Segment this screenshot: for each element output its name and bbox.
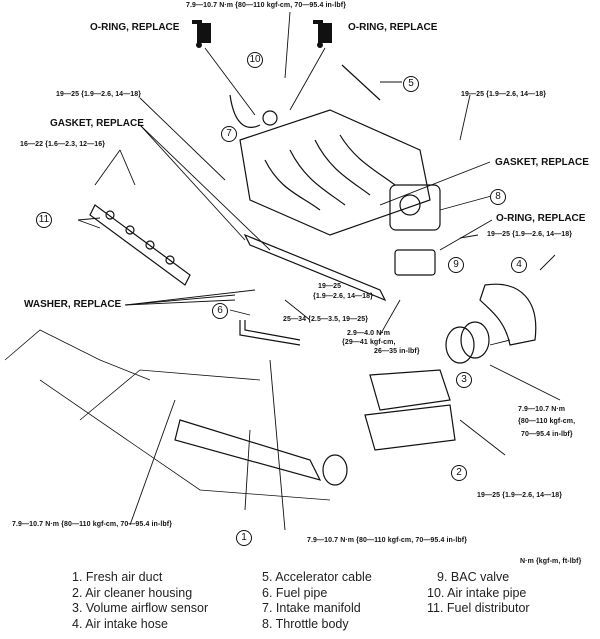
callout-10: 10 bbox=[247, 52, 263, 68]
grease-icon-left bbox=[192, 20, 211, 48]
legend-item: 5. Accelerator cable bbox=[262, 570, 372, 584]
throttle-body-shape bbox=[389, 184, 441, 231]
air-intake-hose-shape bbox=[479, 283, 537, 346]
torque-right-mid: 19—25 {1.9—2.6, 14—18} bbox=[487, 231, 573, 238]
legend-item: 2. Air cleaner housing bbox=[72, 585, 193, 600]
legend-column-1: 1. Fresh air duct 2. Air cleaner housing… bbox=[72, 570, 208, 632]
callout-11: 11 bbox=[36, 212, 52, 228]
note-oring-left: O-RING, REPLACE bbox=[90, 22, 180, 33]
torque-upper-right: 19—25 {1.9—2.6, 14—18} bbox=[461, 91, 547, 98]
torque-center-a-2: {1.9—2.6, 14—18} bbox=[313, 293, 373, 300]
legend-column-2: 5. Accelerator cable 6. Fuel pipe 7. Int… bbox=[262, 570, 372, 632]
torque-right-bottom: 19—25 {1.9—2.6, 14—18} bbox=[477, 492, 563, 499]
legend-item: 11. Fuel distributor bbox=[427, 601, 530, 615]
fresh-air-duct-shape bbox=[174, 419, 348, 486]
legend-item: 4. Air intake hose bbox=[72, 616, 168, 631]
bac-valve-shape bbox=[394, 249, 436, 276]
torque-center-a-1: 19—25 bbox=[318, 283, 342, 290]
gasket-shape bbox=[243, 233, 387, 302]
torque-center-b: 25—34 {2.5—3.5, 19—25} bbox=[283, 316, 369, 323]
callout-7: 7 bbox=[221, 126, 237, 142]
torque-top: 7.9—10.7 N·m {80—110 kgf-cm, 70—95.4 in-… bbox=[186, 2, 347, 9]
torque-left-bolts: 16—22 {1.6—2.3, 12—16} bbox=[20, 141, 106, 148]
fuel-distributor-shape bbox=[89, 204, 191, 286]
callout-9: 9 bbox=[448, 257, 464, 273]
legend-column-3: 9. BAC valve 10. Air intake pipe 11. Fue… bbox=[427, 570, 530, 617]
callout-4: 4 bbox=[511, 257, 527, 273]
note-oring-throttle: O-RING, REPLACE bbox=[496, 213, 586, 224]
note-gasket-left: GASKET, REPLACE bbox=[50, 118, 144, 129]
legend-item: 9. BAC valve bbox=[437, 570, 510, 584]
legend-item: 10. Air intake pipe bbox=[427, 585, 527, 600]
legend-item: 1. Fresh air duct bbox=[72, 570, 163, 584]
legend-item: 8. Throttle body bbox=[262, 616, 349, 631]
torque-center-c-1: 2.9—4.0 N·m bbox=[347, 330, 391, 337]
fuel-pipe-shape bbox=[239, 320, 301, 346]
callout-5: 5 bbox=[403, 76, 419, 92]
air-cleaner-housing-shape bbox=[364, 369, 456, 451]
callout-8: 8 bbox=[490, 189, 506, 205]
torque-right-low-2: {80—110 kgf-cm, bbox=[518, 418, 576, 425]
note-oring-right: O-RING, REPLACE bbox=[348, 22, 438, 33]
torque-bottom-left: 7.9—10.7 N·m {80—110 kgf-cm, 70—95.4 in-… bbox=[12, 521, 173, 528]
legend-item: 3. Volume airflow sensor bbox=[72, 601, 209, 615]
accelerator-cable-shape bbox=[341, 64, 402, 101]
torque-upper-left: 19—25 {1.9—2.6, 14—18} bbox=[56, 91, 142, 98]
callout-1: 1 bbox=[236, 530, 252, 546]
callout-2: 2 bbox=[451, 465, 467, 481]
note-gasket-right: GASKET, REPLACE bbox=[495, 157, 589, 168]
torque-right-low-3: 70—95.4 in-lbf} bbox=[521, 431, 573, 438]
torque-bottom-center: 7.9—10.7 N·m {80—110 kgf-cm, 70—95.4 in-… bbox=[307, 537, 468, 544]
torque-center-c-2: {29—41 kgf-cm, bbox=[342, 339, 396, 346]
grease-icon-right bbox=[313, 20, 332, 48]
chassis-outline bbox=[4, 329, 331, 501]
legend-item: 7. Intake manifold bbox=[262, 601, 361, 615]
leader-lines bbox=[77, 11, 561, 531]
callout-3: 3 bbox=[456, 372, 472, 388]
intake-manifold-shape bbox=[229, 94, 431, 236]
volume-airflow-sensor-shape bbox=[445, 321, 490, 364]
callout-6: 6 bbox=[212, 303, 228, 319]
legend-item: 6. Fuel pipe bbox=[262, 585, 328, 600]
torque-center-c-3: 26—35 in-lbf} bbox=[374, 348, 420, 355]
units-note: N·m {kgf-m, ft-lbf} bbox=[520, 558, 582, 565]
note-washer: WASHER, REPLACE bbox=[24, 299, 122, 310]
torque-right-low-1: 7.9—10.7 N·m bbox=[518, 406, 566, 413]
